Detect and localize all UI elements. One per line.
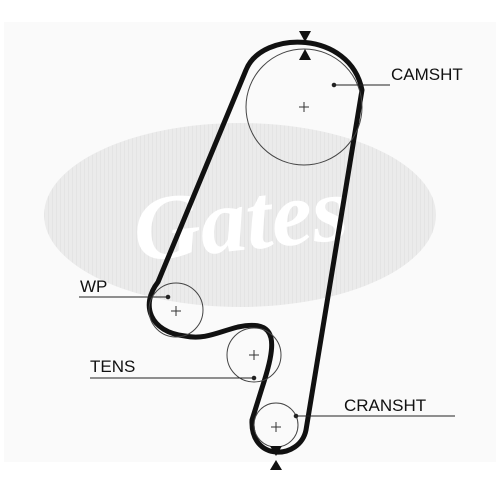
brand-watermark: Gates <box>4 22 496 462</box>
water-pump-circle <box>148 282 204 338</box>
camshaft-center-mark <box>299 102 309 112</box>
water-pump-pulley <box>148 282 204 338</box>
crankshaft-leader-dot <box>293 413 299 419</box>
camshaft-circle <box>245 48 363 166</box>
tensioner-label: TENS <box>90 357 135 376</box>
timing-belt <box>146 39 365 455</box>
crankshaft-label: CRANSHT <box>344 396 426 415</box>
tensioner-leader-dot <box>251 375 257 381</box>
tensioner-pulley <box>226 327 282 383</box>
leader-lines <box>79 82 455 419</box>
crankshaft-center-mark <box>271 422 281 432</box>
tensioner-circle <box>226 327 282 383</box>
crankshaft-timing-mark <box>270 446 282 470</box>
camshaft-label: CAMSHT <box>391 65 463 84</box>
tensioner-center-mark <box>249 350 259 360</box>
water-pump-center-mark <box>171 306 181 316</box>
water-pump-leader-dot <box>165 294 171 300</box>
camshaft-leader-dot <box>331 82 337 88</box>
water-pump-label: WP <box>80 277 107 296</box>
watermark-ellipse <box>44 123 436 307</box>
camshaft-pulley <box>245 48 363 166</box>
camshaft-timing-mark <box>299 31 311 60</box>
